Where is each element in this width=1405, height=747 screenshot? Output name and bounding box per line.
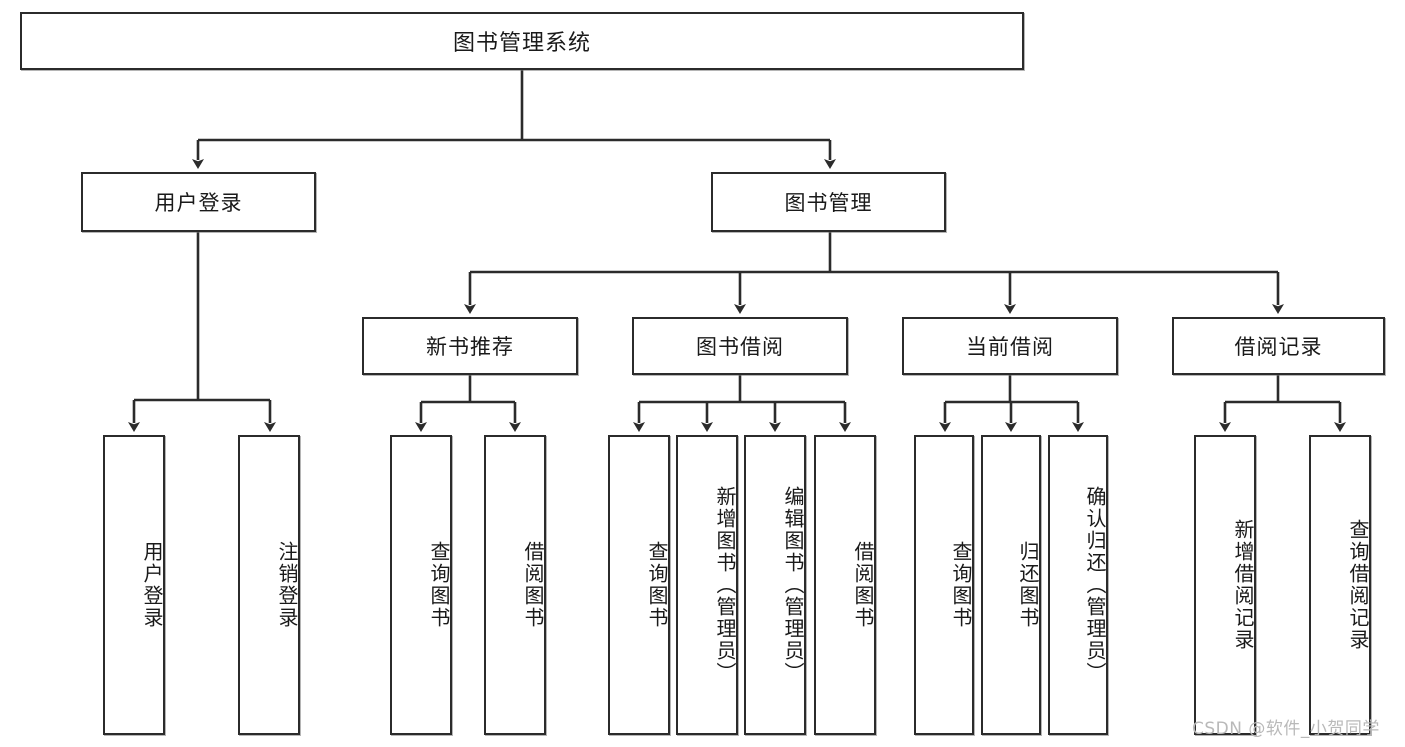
leaf-query-borrow-record[interactable]: 查询借阅记录 — [1309, 435, 1371, 735]
node-label: 借阅图书 — [851, 541, 875, 629]
node-label: 归还图书 — [1016, 541, 1040, 629]
node-label: 查询借阅记录 — [1346, 519, 1370, 651]
leaf-query-book-borrow[interactable]: 查询图书 — [608, 435, 670, 735]
node-label: 新书推荐 — [426, 335, 514, 359]
node-label: 图书管理系统 — [452, 31, 591, 56]
node-label: 查询图书 — [427, 541, 451, 629]
node-label: 查询图书 — [645, 541, 669, 629]
leaf-return-book[interactable]: 归还图书 — [981, 435, 1041, 735]
node-root[interactable]: 图书管理系统 — [20, 12, 1024, 70]
node-label: 新增图书（管理员） — [713, 486, 737, 684]
node-book-management[interactable]: 图书管理 — [711, 172, 946, 232]
node-borrow-record[interactable]: 借阅记录 — [1172, 317, 1385, 375]
node-new-book-recommend[interactable]: 新书推荐 — [362, 317, 578, 375]
leaf-confirm-return-admin[interactable]: 确认归还（管理员） — [1048, 435, 1108, 735]
leaf-logout[interactable]: 注销登录 — [238, 435, 300, 735]
leaf-query-book-current[interactable]: 查询图书 — [914, 435, 974, 735]
leaf-add-borrow-record[interactable]: 新增借阅记录 — [1194, 435, 1256, 735]
node-label: 借阅图书 — [521, 541, 545, 629]
node-label: 新增借阅记录 — [1231, 519, 1255, 651]
leaf-edit-book-admin[interactable]: 编辑图书（管理员） — [744, 435, 806, 735]
node-label: 确认归还（管理员） — [1083, 486, 1107, 684]
csdn-watermark: CSDN @软件_小贺同学 — [1192, 719, 1380, 739]
leaf-borrow-book-rec[interactable]: 借阅图书 — [484, 435, 546, 735]
node-label: 注销登录 — [275, 541, 299, 629]
node-label: 图书借阅 — [696, 335, 784, 359]
node-label: 图书管理 — [784, 191, 873, 215]
leaf-borrow-book[interactable]: 借阅图书 — [814, 435, 876, 735]
node-label: 查询图书 — [949, 541, 973, 629]
leaf-query-book-rec[interactable]: 查询图书 — [390, 435, 452, 735]
node-user-login[interactable]: 用户登录 — [81, 172, 316, 232]
node-label: 借阅记录 — [1234, 335, 1323, 359]
node-label: 当前借阅 — [966, 335, 1054, 359]
node-book-borrow[interactable]: 图书借阅 — [632, 317, 848, 375]
node-current-borrow[interactable]: 当前借阅 — [902, 317, 1118, 375]
node-label: 用户登录 — [140, 541, 164, 629]
leaf-add-book-admin[interactable]: 新增图书（管理员） — [676, 435, 738, 735]
node-label: 用户登录 — [154, 191, 243, 215]
leaf-user-login[interactable]: 用户登录 — [103, 435, 165, 735]
node-label: 编辑图书（管理员） — [781, 486, 805, 684]
